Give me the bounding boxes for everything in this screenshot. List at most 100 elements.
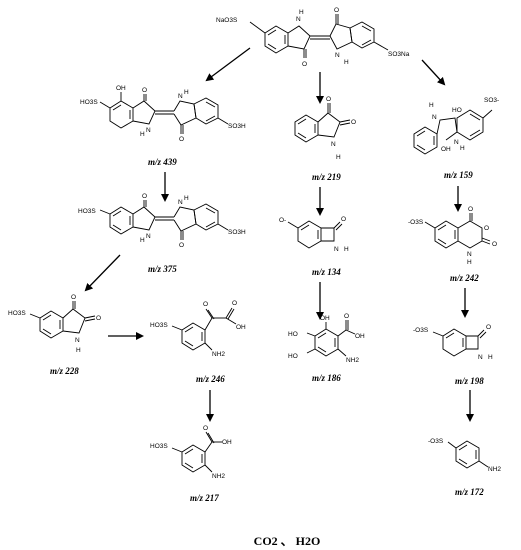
atom-so3h-right: SO3H (228, 123, 246, 130)
atom-h1: H (429, 102, 434, 109)
atom-so3-minus: -O3S (428, 438, 444, 445)
atom-h-bottom: H (344, 59, 349, 66)
molecule-m217: HO3S O OH NH2 (150, 425, 232, 480)
atom-h2: H (184, 89, 189, 96)
atom-n: N (478, 354, 483, 361)
label-m242: m/z 242 (450, 273, 479, 283)
label-m246: m/z 246 (196, 374, 225, 384)
atom-o-bottom: O (302, 61, 307, 68)
atom-oh-top: OH (320, 315, 330, 322)
atom-n: N (178, 199, 183, 206)
molecule-m228: HO3S O O N H (8, 294, 101, 354)
atom-so3h: HO3S (150, 443, 168, 450)
atom-nh2: NH2 (212, 473, 225, 480)
atom-h-top: H (299, 9, 304, 16)
label-m219: m/z 219 (312, 172, 341, 182)
atom-nh: N (146, 127, 151, 134)
molecule-m246: HO3S O OH O NH2 (150, 300, 246, 358)
atom-n: N (334, 246, 339, 253)
atom-o2: O (179, 242, 184, 249)
molecule-m186: OH O OH HO HO NH2 (288, 313, 365, 364)
atom-h: H (344, 246, 349, 253)
label-m159: m/z 159 (444, 170, 473, 180)
label-m186: m/z 186 (312, 373, 341, 383)
atom-nh: N (146, 233, 151, 240)
atom-h: H (76, 347, 81, 354)
atom-n2: N (454, 139, 459, 146)
molecule-m242: -O3S O O O N H (408, 206, 497, 266)
atom-oh: OH (236, 324, 246, 331)
atom-ho-2: HO (288, 353, 298, 360)
label-m375: m/z 375 (148, 264, 177, 274)
atom-o1: O (71, 294, 76, 301)
atom-o: O (486, 324, 491, 331)
atom-o1: O (142, 193, 147, 200)
atom-o: O (203, 301, 208, 308)
atom-o: O (341, 216, 346, 223)
atom-n: N (178, 93, 183, 100)
atom-o: O (344, 313, 349, 320)
label-m439: m/z 439 (148, 157, 177, 167)
arrow-to-m439 (205, 47, 251, 82)
atom-h: H (140, 131, 145, 138)
atom-o1: O (468, 206, 473, 213)
atom-h: H (488, 354, 493, 361)
molecule-m439: HO3S OH O N H SO3H N H O (80, 85, 246, 143)
molecule-m219: O O N H (294, 96, 356, 161)
atom-o1: O (326, 96, 331, 103)
atom-so3-minus: -O3S (413, 327, 429, 334)
atom-o3: O (492, 241, 497, 248)
atom-h2: H (460, 145, 465, 152)
atom-ho-1: HO (288, 331, 298, 338)
atom-so3h-left: HO3S (78, 208, 96, 215)
atom-o: O (203, 425, 208, 432)
molecule-m159: SO3- H N HO N H OH (413, 97, 499, 155)
atom-oh: OH (222, 439, 232, 446)
atom-so3na-left: NaO3S (216, 17, 238, 24)
atom-o2: O (351, 119, 356, 126)
atom-h: H (336, 154, 341, 161)
molecule-m134: O- O N H (279, 216, 349, 253)
atom-o2: O (179, 136, 184, 143)
label-m217: m/z 217 (190, 493, 219, 503)
atom-so3na-right: SO3Na (388, 51, 410, 58)
atom-o-top: O (334, 7, 339, 14)
arrow-m375-to-m228 (84, 254, 121, 292)
atom-h2: H (184, 195, 189, 202)
final-products-label: CO2 、 H2O (254, 534, 321, 548)
atom-so3-minus: -O3S (408, 219, 424, 226)
atom-n-top: N (296, 16, 301, 23)
atom-n-bottom: N (335, 52, 340, 59)
atom-n1: N (432, 114, 437, 121)
atom-oh: OH (441, 146, 451, 153)
atom-n: N (467, 251, 472, 258)
atom-nh2: NH2 (488, 466, 501, 473)
molecule-m198: -O3S O N H (413, 324, 493, 361)
atom-ho: HO (452, 107, 462, 114)
atom-so3h-left: HO3S (80, 99, 98, 106)
atom-so3h-right: SO3H (228, 229, 246, 236)
atom-o2: O (96, 315, 101, 322)
atom-so3-minus: SO3- (484, 97, 499, 104)
atom-n: N (331, 141, 336, 148)
atom-oh: OH (116, 85, 126, 92)
atom-nh2: NH2 (346, 357, 359, 364)
atom-so3h: HO3S (150, 322, 168, 329)
label-m134: m/z 134 (312, 267, 341, 277)
atom-o1: O (142, 87, 147, 94)
arrow-to-m159 (421, 59, 446, 86)
label-m228: m/z 228 (50, 366, 79, 376)
atom-h: H (467, 259, 472, 266)
label-m172: m/z 172 (455, 487, 484, 497)
atom-o2: O (484, 225, 489, 232)
atom-so3h: HO3S (8, 310, 26, 317)
label-m198: m/z 198 (455, 376, 484, 386)
atom-oh-acid: OH (355, 333, 365, 340)
atom-o-minus: O- (279, 217, 286, 224)
molecule-m172: -O3S NH2 (428, 438, 501, 473)
atom-h: H (140, 237, 145, 244)
atom-nh2: NH2 (212, 351, 225, 358)
molecule-indigo-carmine: NaO3S SO3Na N H O O N H (216, 7, 410, 68)
atom-n: N (75, 337, 80, 344)
